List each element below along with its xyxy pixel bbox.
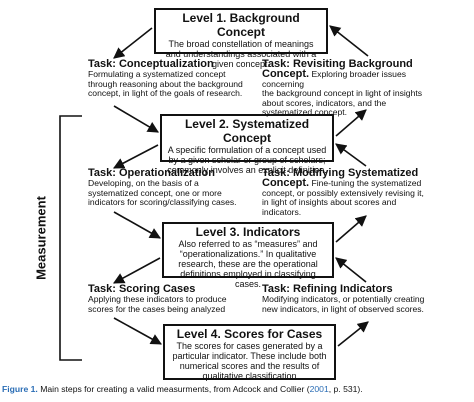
task-revisiting-desc-inline: Exploring broader issues concerning xyxy=(262,69,407,89)
arrows-layer xyxy=(59,25,369,361)
level-2-title: Level 2. Systematized Concept xyxy=(184,117,310,145)
task-revisiting-title: Task: Revisiting Background xyxy=(262,58,413,70)
figure-caption: Figure 1. Main steps for creating a vali… xyxy=(2,384,363,394)
arrow-revisiting-to-l1 xyxy=(329,25,369,57)
arrow-operationalization-to-l3 xyxy=(113,211,161,239)
level-3-title: Level 3. Indicators xyxy=(195,225,301,239)
level-1-box: Level 1. Background Concept The broad co… xyxy=(154,8,328,69)
level-1-description: The broad constellation of meanings and … xyxy=(165,39,317,69)
measurement-bracket xyxy=(59,115,82,361)
task-refining-description: Modifying indicators, or potentially cre… xyxy=(262,294,425,314)
caption-tail: , p. 531). xyxy=(328,384,363,394)
task-refining-indicators: Task: Refining Indicators Modifying indi… xyxy=(262,283,432,314)
arrow-refining-to-l3 xyxy=(335,257,367,283)
level-3-description: Also referred to as “measures” and “oper… xyxy=(178,239,318,289)
task-modifying-title: Task: Modifying Systematized xyxy=(262,167,419,179)
task-scoring-cases-title: Task: Scoring Cases xyxy=(88,283,196,295)
level-2-description: A specific formulation of a concept used… xyxy=(167,145,327,175)
task-operationalization-description: Developing, on the basis of a systematiz… xyxy=(88,178,237,208)
arrow-modifying-to-l2 xyxy=(335,143,367,167)
arrow-l2-to-operationalization xyxy=(113,144,159,169)
level-3-box: Level 3. Indicators Also referred to as … xyxy=(162,222,334,289)
arrow-l3-to-scoring xyxy=(113,257,161,284)
task-revisiting-title-cont: Concept. xyxy=(262,68,310,80)
level-4-box: Level 4. Scores for Cases The scores for… xyxy=(163,324,336,381)
task-modifying-systematized: Task: Modifying Systematized Concept. Fi… xyxy=(262,167,432,217)
arrow-l4-to-refining xyxy=(337,321,369,347)
task-modifying-title-cont: Concept. xyxy=(262,177,310,189)
task-conceptualization: Task: Conceptualization Formulating a sy… xyxy=(88,58,252,99)
task-modifying-description: concept, or possibly extensively revisin… xyxy=(262,187,424,217)
caption-text: Main steps for creating a valid measurme… xyxy=(37,384,310,394)
level-2-box: Level 2. Systematized Concept A specific… xyxy=(160,114,334,175)
task-revisiting-background: Task: Revisiting Background Concept. Exp… xyxy=(262,58,437,118)
task-revisiting-description: the background concept in light of insig… xyxy=(262,88,423,118)
arrow-conceptualization-to-l2 xyxy=(113,105,159,133)
arrow-l1-to-conceptualization xyxy=(113,27,153,59)
level-4-description: The scores for cases generated by a part… xyxy=(172,341,327,381)
level-4-title: Level 4. Scores for Cases xyxy=(176,327,323,341)
task-modifying-desc-inline: Fine-tuning the systematized xyxy=(311,178,422,188)
task-scoring-cases: Task: Scoring Cases Applying these indic… xyxy=(88,283,238,314)
task-operationalization-title: Task: Operationalization xyxy=(88,167,215,179)
caption-year-link[interactable]: 2001 xyxy=(309,384,329,394)
task-refining-title: Task: Refining Indicators xyxy=(262,283,393,295)
task-conceptualization-description: Formulating a systematized concept throu… xyxy=(88,69,243,99)
task-operationalization: Task: Operationalization Developing, on … xyxy=(88,167,238,208)
arrow-l2-to-revisiting xyxy=(335,109,367,137)
caption-figure-label: Figure 1. xyxy=(2,384,38,394)
task-conceptualization-title: Task: Conceptualization xyxy=(88,58,214,70)
level-1-title: Level 1. Background Concept xyxy=(182,11,300,39)
arrow-l3-to-modifying xyxy=(335,215,367,243)
task-scoring-cases-description: Applying these indicators to produce sco… xyxy=(88,294,227,314)
arrow-scoring-to-l4 xyxy=(113,317,162,345)
